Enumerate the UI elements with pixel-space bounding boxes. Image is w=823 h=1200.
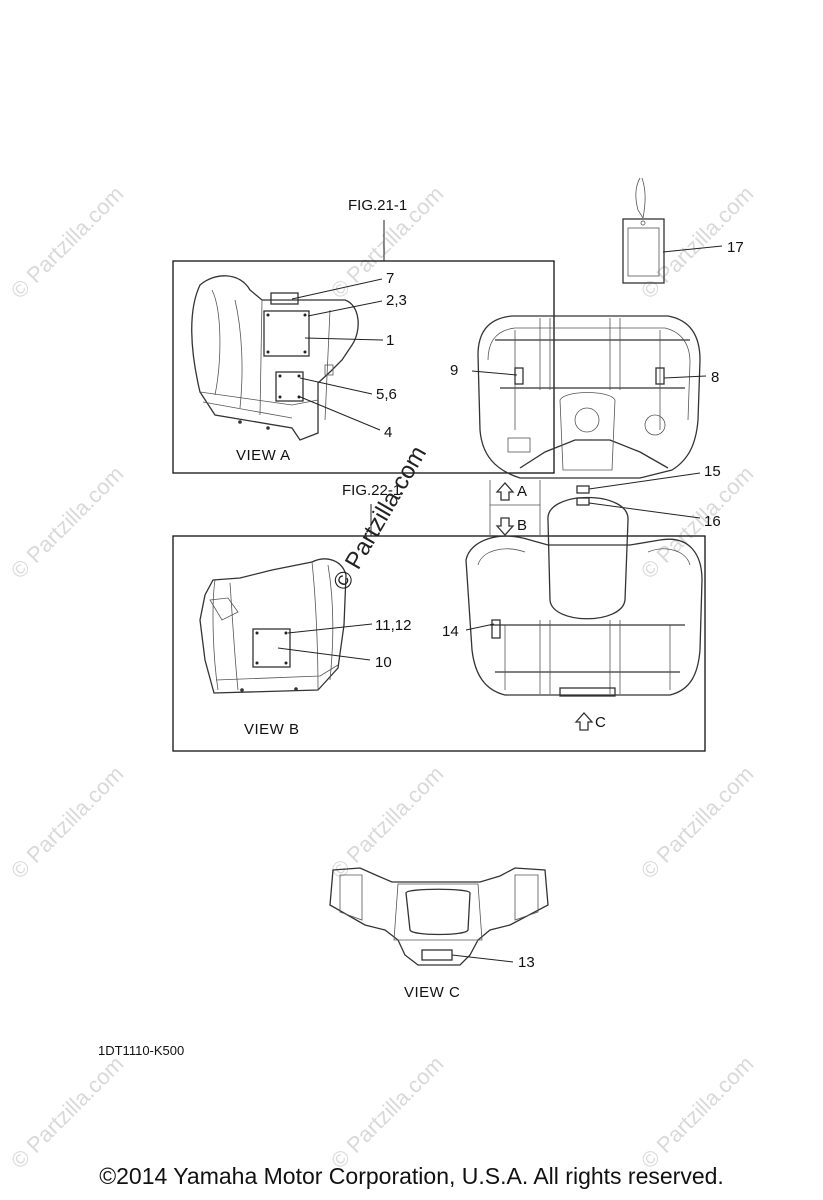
arrow-b — [495, 517, 515, 536]
front-fender-drawing — [191, 275, 359, 441]
callout-7: 7 — [386, 270, 394, 287]
arrow-b-label: B — [517, 517, 527, 534]
view-c-label: VIEW C — [404, 984, 460, 1001]
callout-13: 13 — [518, 954, 535, 971]
watermark: © Partzilla.com — [6, 1051, 129, 1174]
view-a-panel: FIG.21-1 7 2,3 1 5,6 — [172, 197, 555, 474]
label-15 — [576, 485, 590, 494]
diagram-code: 1DT1110-K500 — [98, 1043, 184, 1058]
label-13 — [421, 949, 453, 961]
callout-11-12: 11,12 — [375, 617, 411, 634]
background-watermarks: © Partzilla.com © Partzilla.com © Partzi… — [6, 181, 759, 1174]
label-4 — [275, 371, 304, 402]
arrow-c-label: C — [595, 714, 606, 731]
callout-2-3: 2,3 — [386, 292, 407, 309]
arrow-a-label: A — [517, 483, 527, 500]
callout-10: 10 — [375, 654, 392, 671]
fig-ref-a: FIG.21-1 — [348, 197, 407, 214]
callout-16: 16 — [704, 513, 721, 530]
label-10 — [252, 628, 291, 668]
watermark: © Partzilla.com — [6, 181, 129, 304]
watermark: © Partzilla.com — [326, 761, 449, 884]
label-16 — [576, 497, 590, 506]
center-watermark: © Partzilla.com — [328, 441, 432, 595]
view-a-label: VIEW A — [236, 447, 291, 464]
view-c-rear: 13 VIEW C — [329, 867, 549, 1001]
watermark: © Partzilla.com — [6, 461, 129, 584]
label-14 — [491, 619, 501, 639]
callout-8: 8 — [711, 369, 719, 386]
callout-17: 17 — [727, 239, 744, 256]
watermark: © Partzilla.com — [636, 761, 759, 884]
arrow-c — [574, 712, 594, 731]
view-b-panel: FIG.22-1 11,12 10 VIEW B — [172, 482, 706, 752]
hang-tag: 17 — [622, 177, 744, 284]
callout-14: 14 — [442, 623, 459, 640]
label-8 — [655, 367, 665, 385]
label-17 — [622, 218, 665, 284]
callout-5-6: 5,6 — [376, 386, 397, 403]
arrow-a — [495, 482, 515, 501]
callout-1: 1 — [386, 332, 394, 349]
view-b-label: VIEW B — [244, 721, 300, 738]
watermark: © Partzilla.com — [6, 761, 129, 884]
fig-ref-b: FIG.22-1 — [342, 482, 401, 499]
copyright-notice: ©2014 Yamaha Motor Corporation, U.S.A. A… — [99, 1163, 724, 1189]
watermark: © Partzilla.com — [636, 1051, 759, 1174]
callout-4: 4 — [384, 424, 392, 441]
label-9 — [514, 367, 524, 385]
rear-fender-drawing — [199, 558, 347, 694]
atv-top-view: 9 8 15 16 A B 14 — [442, 315, 721, 731]
callout-15: 15 — [704, 463, 721, 480]
label-7 — [270, 292, 299, 305]
callout-9: 9 — [450, 362, 458, 379]
label-1 — [263, 310, 310, 357]
watermark: © Partzilla.com — [326, 1051, 449, 1174]
